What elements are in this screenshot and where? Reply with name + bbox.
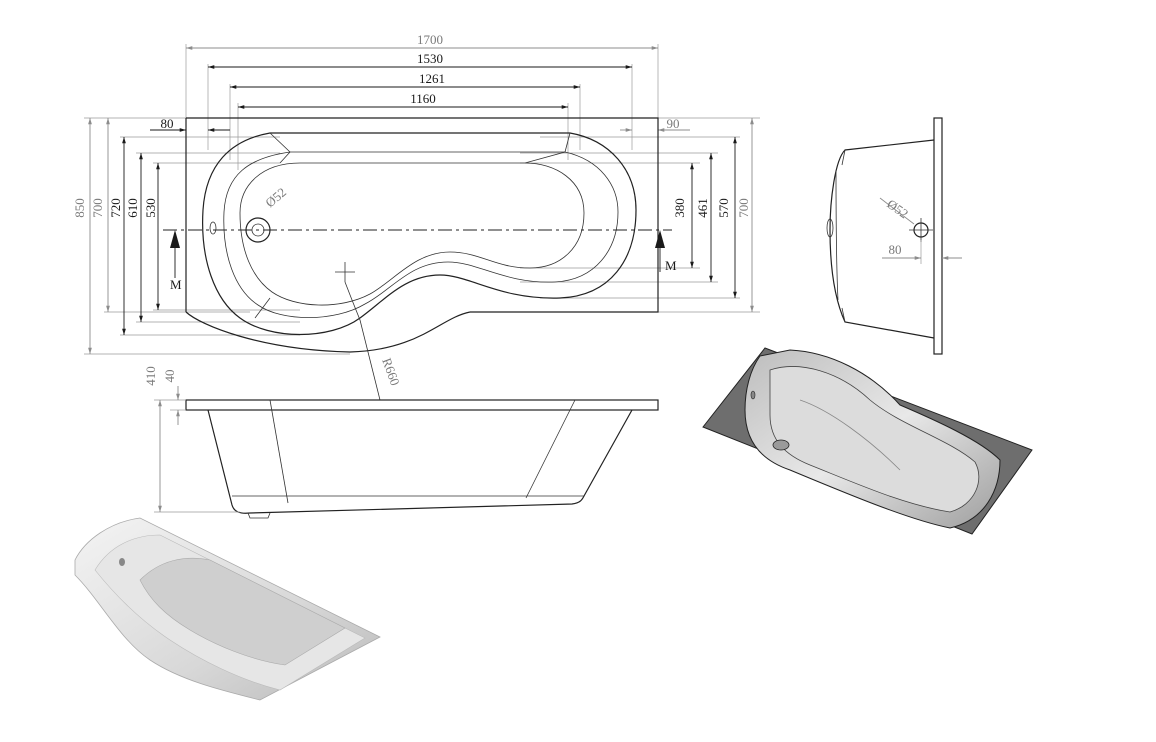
end-offset-label: 80 [889,242,902,257]
dim-height-floor-left: 610 [125,152,300,323]
dim-height-mid-right: 461 [520,152,718,283]
dim-width-overall: 1700 [185,32,659,118]
dim-height-panel-left: 700 [90,118,250,313]
isometric-view-dark [702,347,1033,535]
side-rim-height-label: 40 [162,370,177,383]
bath-plan-outline [163,117,672,401]
width-floor-label: 1160 [410,91,436,106]
plan-view: 1700 1530 1261 1160 80 90 [72,32,760,401]
dim-width-floor: 1160 [237,91,569,170]
plan-waste-diameter: Ø52 [262,184,289,210]
right-rim-label: 90 [667,116,680,131]
isometric-view-white [74,517,381,701]
height-panel-left-label: 700 [90,198,105,218]
section-marker-right-label: M [665,258,677,273]
width-bowl-label: 1261 [419,71,445,86]
height-floor-left-label: 610 [125,198,140,218]
width-inner-rim-label: 1530 [417,51,443,66]
section-marker-right: M [655,230,677,273]
height-bowl-right-label: 570 [716,198,731,218]
height-bottom-left-label: 530 [143,198,158,218]
left-rim-label: 80 [161,116,174,131]
width-overall-label: 1700 [417,32,443,47]
dim-left-rim: 80 [150,116,230,132]
side-view: 410 40 [143,366,659,519]
height-small-right-label: 380 [672,198,687,218]
dim-height-overall: 850 [72,117,350,355]
dim-right-rim: 90 [620,116,690,132]
end-view: Ø52 80 [826,117,962,355]
dim-height-bowl-left: 720 [108,136,300,336]
height-bowl-left-label: 720 [108,198,123,218]
dim-height-small-right: 380 [520,162,700,269]
dim-width-bowl: 1261 [229,71,581,160]
dim-height-panel-right: 700 [658,117,760,313]
section-marker-left: M [170,230,182,292]
height-panel-right-label: 700 [736,198,751,218]
radius-label: R660 [379,356,403,388]
side-total-height-label: 410 [143,366,158,386]
section-marker-left-label: M [170,277,182,292]
end-waste-diameter: Ø52 [884,196,911,221]
dim-height-bottom-left: 530 [143,162,300,311]
dim-width-inner-rim: 1530 [207,51,633,150]
dim-height-bowl-right: 570 [540,136,740,299]
height-overall-label: 850 [72,198,87,218]
height-mid-right-label: 461 [695,198,710,218]
